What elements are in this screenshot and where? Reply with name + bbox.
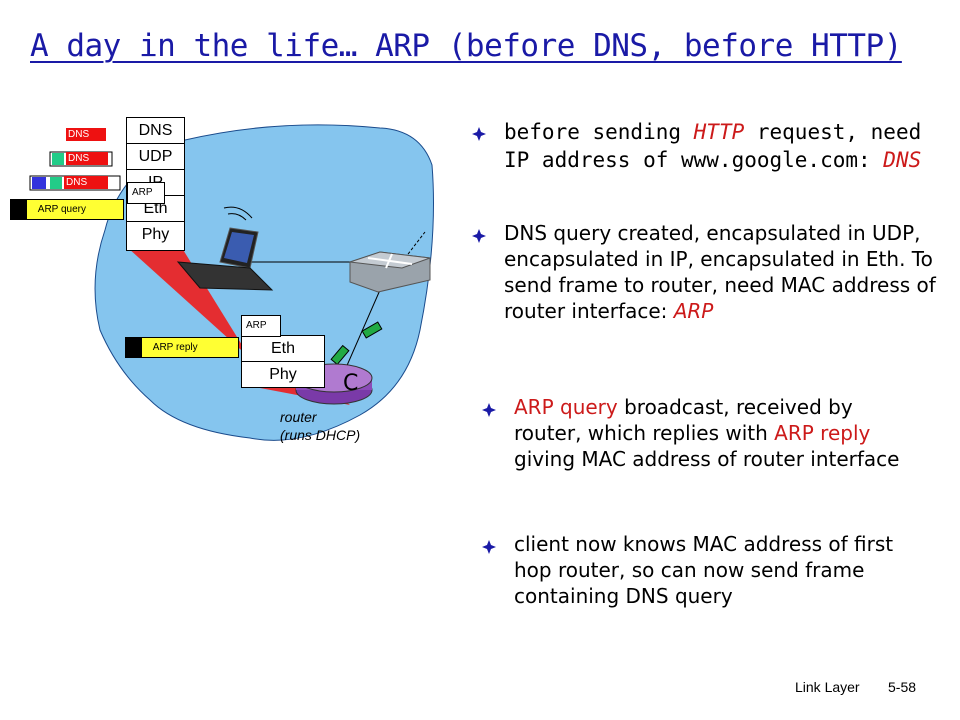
stack-layer-udp: UDP	[127, 144, 184, 170]
packet-dns: DNS	[66, 152, 108, 165]
link-switch-internet	[404, 231, 426, 259]
bullet-4-text: client now knows MAC address of first ho…	[514, 532, 894, 608]
packet-dns: DNS	[64, 176, 108, 189]
packet-arp-reply-label: ARP reply	[152, 342, 198, 353]
packet-dns-label: DNS	[68, 153, 90, 164]
link-switch-router	[344, 289, 381, 371]
router-arp-tag: ARP	[241, 315, 281, 337]
footer-page-number: 5-58	[888, 679, 917, 695]
packet-eth-block	[32, 177, 46, 189]
packet-arp-query-label: ARP query	[37, 204, 86, 215]
bullet-3-text: ARP query broadcast, received by router,…	[514, 395, 900, 471]
slide-title: A day in the life… ARP (before DNS, befo…	[30, 28, 902, 64]
svg-text:C: C	[343, 371, 358, 396]
footer-chapter: Link Layer	[795, 679, 860, 695]
packet-arp-reply: ARP reply	[125, 337, 239, 358]
stack-layer-dns: DNS	[127, 118, 184, 144]
bullet-2: DNS query created, encapsulated in UDP, …	[472, 220, 944, 324]
bullet-1: before sending HTTP request, need IP add…	[472, 118, 942, 174]
packet-dns: DNS	[66, 128, 106, 141]
stack-layer-eth: Eth	[127, 196, 184, 222]
packet-ip-block	[52, 153, 64, 165]
switch-icon	[349, 251, 431, 293]
bullet-3: ARP query broadcast, received by router,…	[482, 394, 922, 472]
router-protocol-stack: Eth Phy	[241, 335, 325, 388]
link-marker	[330, 344, 350, 366]
laptop-icon	[176, 206, 274, 291]
link-marker	[361, 321, 383, 339]
bullet-4: client now knows MAC address of first ho…	[482, 531, 922, 609]
client-arp-tag: ARP	[127, 182, 165, 204]
diamond-bullet-icon	[482, 540, 496, 554]
stack-layer-phy: Phy	[141, 226, 170, 243]
packet-arp-query: ARP query	[10, 199, 124, 220]
router-label: router (runs DHCP)	[280, 409, 361, 443]
bullet-2-text: DNS query created, encapsulated in UDP, …	[504, 221, 936, 323]
packet-dns-label: DNS	[66, 177, 88, 188]
packet-dns-label: DNS	[68, 129, 90, 140]
packet-ip-block	[50, 177, 62, 189]
diamond-bullet-icon	[472, 127, 486, 141]
bullet-1-text: before sending HTTP request, need IP add…	[504, 120, 922, 172]
diamond-bullet-icon	[472, 229, 486, 243]
diamond-bullet-icon	[482, 403, 496, 417]
stack-layer-phy: Phy	[269, 366, 297, 383]
stack-layer-eth: Eth	[242, 336, 324, 362]
client-flow-arrow	[128, 248, 250, 358]
